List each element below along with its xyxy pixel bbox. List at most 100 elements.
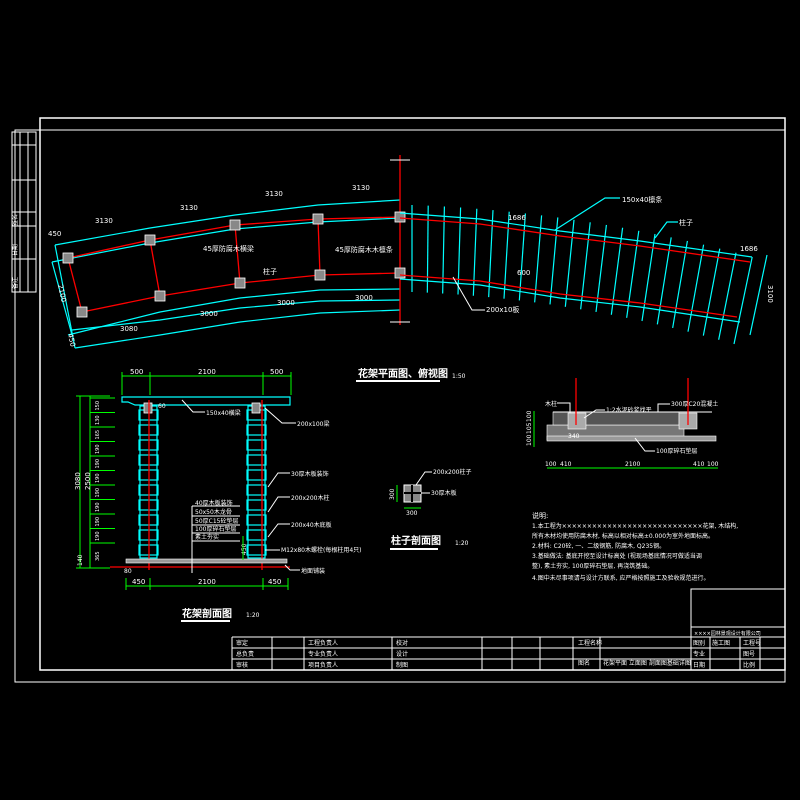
column-scale: 1:20 [455,540,469,547]
dim-text: 600 [517,269,530,277]
dim-segment: 190 [95,473,101,483]
dim-text: 410 [560,461,572,468]
rafter [518,213,526,301]
rafter [610,227,624,315]
rafter [595,224,607,312]
column-block [246,424,267,436]
dim-text: 3130 [265,190,283,198]
dim-post: 2500 [84,472,92,490]
beam-cap [251,402,261,414]
section-scale: 1:20 [246,612,260,619]
project-label: 工程名称 [578,639,602,647]
dim-text: 500 [130,368,143,376]
label-ground: 地面铺装 [301,567,325,575]
dim-pad: 340 [568,433,580,440]
label-cap: 200x100梁 [297,420,329,428]
section-view: 500 2100 500 450 2100 450 3080 2500 140 … [74,368,362,622]
strip-label: 日期 [11,244,19,256]
col-dim: 300 [406,510,418,517]
rafter [503,211,510,299]
label-post-right: 柱子 [679,218,693,227]
rafter [534,215,543,303]
label-rafter: 150x40檩条 [622,195,662,204]
rafter [626,230,640,318]
notes: 说明: 1.本工程为××××××××××××××××××××××××××××花架… [532,511,738,582]
title-block-field: 比例 [743,661,755,669]
dim-footing: 450 [241,543,248,555]
title-block-label: 审定 [236,639,248,647]
dim-segment: 190 [95,502,101,512]
dim-text: 3000 [277,299,295,307]
title-block-label: 项目负责人 [308,661,338,669]
label-beam-right: 45厚防腐木木檩条 [335,245,393,254]
dim-text: 2100 [56,284,68,303]
dim-text: 500 [270,368,283,376]
dim-base: 140 [77,554,84,566]
beam-cap [143,402,153,414]
title-block-label: 总负责 [236,650,254,658]
dim-base2: 80 [124,568,132,575]
dim-text: 2100 [198,368,216,376]
layer-label: 50x50木龙骨 [195,508,232,516]
column-section-view: 300 300 200x200柱子 30厚木板 柱子剖面图 1:20 [389,468,471,550]
dim-text: 450 [268,578,281,586]
rafter [733,256,753,345]
company-name: ××××园林景观设计有限公司 [694,630,761,637]
post-marker [62,252,74,264]
rafter [564,219,575,307]
dim-segment: 190 [95,444,101,454]
section-title: 花架剖面图 [182,607,232,620]
note-line: 2.材料: C20砼, 一、二级钢筋, 防腐木, Q235钢。 [532,542,665,550]
col-label-a: 200x200柱子 [433,468,471,476]
footing-label-concrete: 300厚C20混凝土 [671,400,718,408]
post-marker [229,219,241,231]
label-bolt: M12x80木螺栓(每根柱用4只) [281,546,362,554]
column-block [246,469,267,481]
layer-label: 素土夯实 [195,533,219,541]
dim-segment: 190 [95,517,101,527]
title-block: ××××园林景观设计有限公司 审定工程负责人校对总负责专业负责人设计审核项目负责… [231,588,786,671]
note-line: 整), 素土夯实, 100厚碎石垫层, 再浇筑基础。 [532,562,653,570]
column-block [246,514,267,526]
post-marker [154,290,166,302]
post-marker [76,306,88,318]
title-block-field: 图号 [743,651,755,658]
dim-text: 100 [545,461,557,468]
title-block-field: 图别 [693,639,705,647]
rafter [472,208,478,296]
title-block-field: 专业 [693,650,705,658]
post-marker [394,267,406,279]
title-block-field: 日期 [693,661,705,669]
plan-scale: 1:50 [452,373,466,380]
col-label-b: 30厚木板 [431,489,457,497]
post-marker [312,213,324,225]
dim-total: 3080 [74,472,82,490]
drawing-label: 图名 [578,659,590,667]
footing-detail: 100 410 2100 410 100 100 105 100 340 木柱 … [526,378,719,469]
post-marker [394,211,406,223]
rafter [702,248,721,336]
dim-text: 3000 [355,294,373,302]
layer-label: 50厚C15砼垫层 [195,517,238,525]
strip-label: 签名 [11,214,19,226]
note-line: 3.基础做法: 基底开挖至设计标高处 (视现场基底情况可做适当调 [532,552,702,560]
post-marker [234,277,246,289]
label-base-plate: 200x40木底板 [291,521,332,529]
layer-label: 100厚碎石垫层 [195,525,236,533]
col-dim-side: 300 [389,488,396,500]
column-block [246,499,267,511]
footing-label-post: 木柱 [545,400,557,408]
dim-text: 100 [707,461,719,468]
note-line: 1.本工程为××××××××××××××××××××××××××××花架, 木结… [532,522,738,530]
dim-text: 2100 [198,578,216,586]
dim-segment: 165 [95,430,101,440]
note-line: 4.图中未尽事项请与设计方联系, 应严格按照施工及验收规范进行。 [532,574,710,582]
dim-segment: 190 [95,488,101,498]
dim-text: 450 [48,230,61,238]
dim-text: 3000 [200,310,218,318]
column-block [246,529,267,541]
dim-segment: 150 [95,401,101,411]
dim-text: 100 [526,410,533,422]
post-marker [314,269,326,281]
label-beam: 150x40横梁 [206,409,241,417]
